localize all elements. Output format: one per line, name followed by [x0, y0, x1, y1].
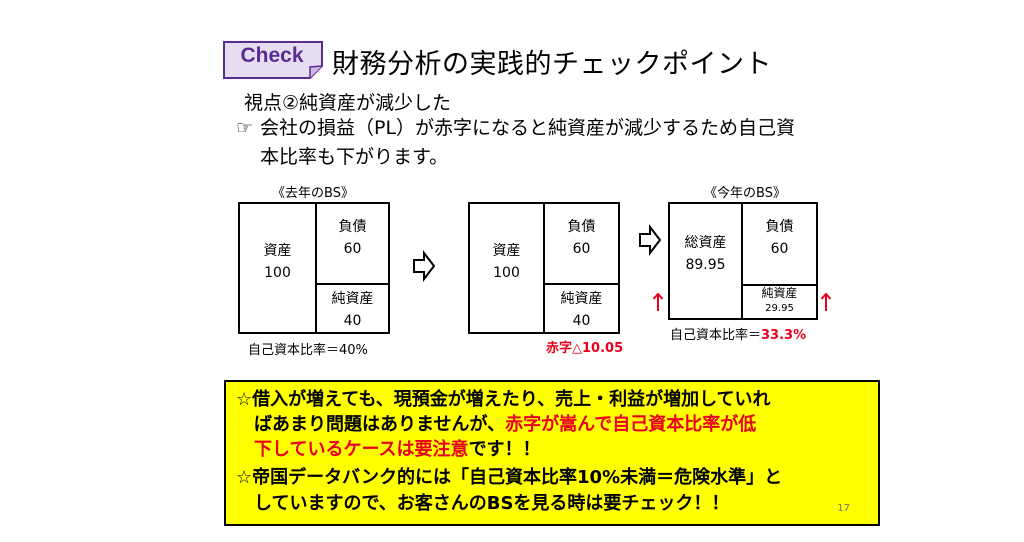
page-number: 17: [837, 503, 850, 514]
right-arrow-icon: [639, 224, 662, 256]
ratio-value: 33.3%: [761, 328, 807, 343]
bs-last-year-caption: 《去年のBS》: [272, 186, 354, 201]
bs-middle: 資産 100 負債 60 純資産 40: [468, 202, 620, 334]
liabilities-value: 60: [572, 241, 591, 257]
bs-this-year-assets: 総資産 89.95: [670, 232, 741, 276]
note-line-3-warning: 下しているケースは要注意: [254, 439, 469, 460]
right-arrow-icon: [413, 250, 436, 282]
bs-divider-horizontal: [315, 283, 388, 285]
bs-this-year-ratio: 自己資本比率＝33.3%: [670, 324, 806, 343]
note-line-5: していますので、お客さんのBSを見る時は要チェック！！: [254, 493, 730, 514]
bs-last-year-net-assets: 純資産 40: [317, 288, 388, 332]
bs-this-year-caption: 《今年のBS》: [704, 186, 786, 201]
liabilities-value: 60: [343, 241, 362, 257]
total-assets-label: 総資産: [684, 235, 727, 251]
explanation-line-1: 会社の損益（PL）が赤字になると純資産が減少するため自己資: [260, 117, 796, 139]
assets-value: 100: [493, 265, 520, 281]
net-assets-label: 純資産: [331, 291, 374, 307]
note-line-2-text: ばあまり問題はありませんが、: [254, 414, 506, 435]
note-line-2: ばあまり問題はありませんが、赤字が嵩んで自己資本比率が低: [236, 413, 756, 437]
bs-divider-vertical: [543, 204, 545, 332]
net-assets-value: 29.95: [765, 303, 794, 314]
bs-last-year-assets: 資産 100: [240, 240, 315, 284]
note-line-3: 下しているケースは要注意です！！: [236, 438, 541, 462]
liabilities-label: 負債: [567, 219, 596, 235]
notes-box: ☆借入が増えても、現預金が増えたり、売上・利益が増加していれ ばあまり問題はあり…: [224, 380, 880, 526]
explanation-text: ☞ 会社の損益（PL）が赤字になると純資産が減少するため自己資 本比率も下がります…: [236, 114, 866, 172]
note-line-4: ☆帝国データバンク的には「自己資本比率10%未満＝危険水準」と: [236, 467, 783, 488]
explanation-line-2: 本比率も下がります。: [260, 146, 449, 168]
bs-middle-liabilities: 負債 60: [545, 216, 618, 260]
check-tag: Check: [222, 40, 323, 79]
assets-label: 資産: [263, 243, 292, 259]
up-arrow-icon: [652, 292, 664, 311]
note-line-2-warning: 赤字が嵩んで自己資本比率が低: [505, 414, 757, 435]
total-assets-value: 89.95: [685, 257, 726, 273]
assets-label: 資産: [492, 243, 521, 259]
bs-this-year: 総資産 89.95 負債 60 純資産 29.95: [668, 202, 818, 320]
bs-last-year-liabilities: 負債 60: [317, 216, 388, 260]
net-assets-label: 純資産: [560, 291, 603, 307]
bs-last-year-ratio: 自己資本比率＝40%: [248, 343, 368, 358]
up-arrow-icon: [820, 292, 832, 311]
bs-divider-horizontal: [543, 283, 618, 285]
liabilities-label: 負債: [765, 219, 794, 235]
bs-middle-assets: 資産 100: [470, 240, 543, 284]
bs-middle-net-assets: 純資産 40: [545, 288, 618, 332]
liabilities-label: 負債: [338, 219, 367, 235]
page-title: 財務分析の実践的チェックポイント: [332, 49, 772, 80]
pointing-hand-icon: ☞: [236, 117, 254, 139]
net-assets-label: 純資産: [761, 286, 798, 300]
ratio-prefix: 自己資本比率＝: [670, 328, 762, 343]
bs-divider-vertical: [741, 204, 743, 318]
deficit-label: 赤字△10.05: [546, 341, 624, 356]
note-line-1: ☆借入が増えても、現預金が増えたり、売上・利益が増加していれ: [236, 389, 771, 410]
note-line-3-text: です！！: [468, 439, 541, 460]
net-assets-value: 40: [343, 313, 362, 329]
bs-this-year-liabilities: 負債 60: [743, 216, 816, 260]
assets-value: 100: [264, 265, 291, 281]
bs-last-year: 資産 100 負債 60 純資産 40: [238, 202, 390, 334]
bs-divider-horizontal: [741, 284, 816, 286]
viewpoint-heading: 視点②純資産が減少した: [244, 92, 452, 114]
bs-divider-vertical: [315, 204, 317, 332]
net-assets-value: 40: [572, 313, 591, 329]
liabilities-value: 60: [770, 241, 789, 257]
bs-this-year-net-assets: 純資産 29.95: [743, 286, 816, 316]
check-label: Check: [240, 44, 304, 67]
check-tag-shape: [223, 41, 323, 79]
